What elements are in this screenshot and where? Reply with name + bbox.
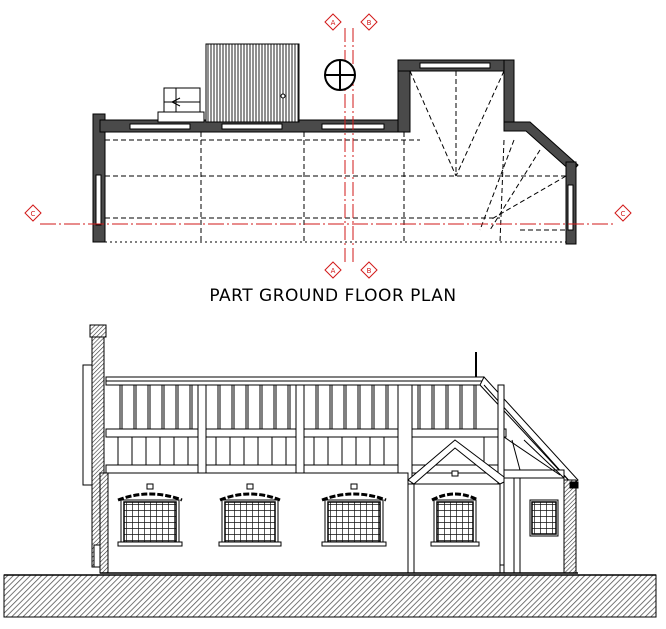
ground-hatch	[3, 574, 657, 618]
rooflight-symbol	[324, 59, 356, 91]
ground-floor-plan	[40, 28, 615, 262]
svg-text:C: C	[621, 210, 626, 218]
plan-outbuilding	[205, 43, 300, 123]
svg-text:A: A	[331, 267, 336, 275]
section-marker-b-top: B	[360, 13, 378, 31]
plan-steps	[163, 87, 201, 115]
svg-text:B: B	[367, 19, 372, 27]
section-marker-c-left: C	[24, 204, 42, 222]
section-elevation	[3, 324, 657, 618]
section-marker-a-top: A	[324, 13, 342, 31]
svg-text:A: A	[331, 19, 336, 27]
section-marker-c-right: C	[614, 204, 632, 222]
plan-title: PART GROUND FLOOR PLAN	[209, 286, 457, 306]
section-marker-a-bottom: A	[324, 261, 342, 279]
svg-text:C: C	[31, 210, 36, 218]
window-4	[430, 492, 480, 547]
window-5	[529, 499, 559, 537]
window-3	[321, 483, 387, 547]
svg-text:B: B	[367, 267, 372, 275]
window-1	[117, 483, 183, 547]
rafters	[117, 385, 485, 465]
section-marker-b-bottom: B	[360, 261, 378, 279]
window-2	[218, 483, 282, 547]
